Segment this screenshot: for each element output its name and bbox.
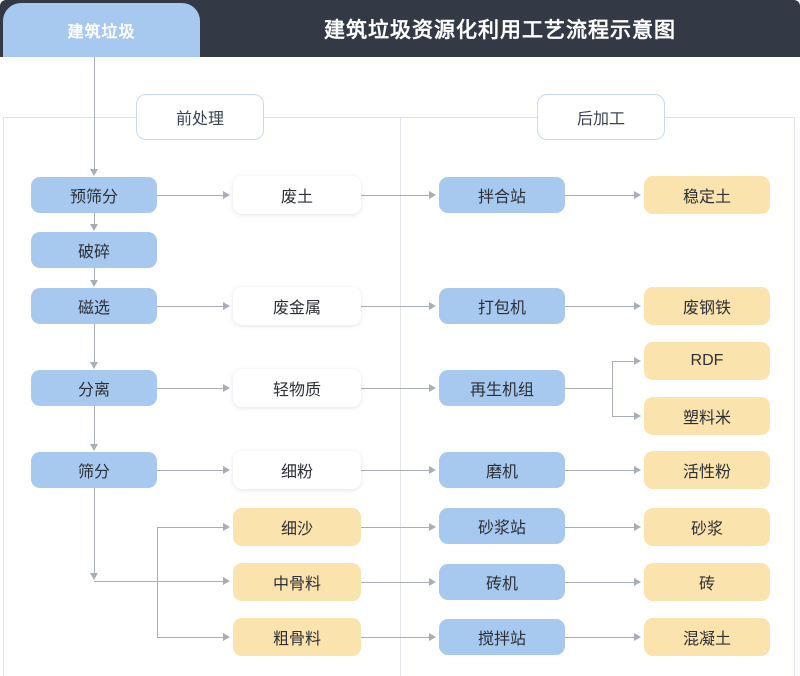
node-separate[interactable]: 分离 bbox=[31, 370, 157, 406]
section-label-postprocessing: 后加工 bbox=[537, 94, 665, 140]
node-mill[interactable]: 磨机 bbox=[439, 452, 565, 488]
node-mortar-station[interactable]: 砂浆站 bbox=[439, 508, 565, 544]
connector-separate-to-lightmaterial bbox=[157, 388, 223, 389]
connector-prescreen-to-crush bbox=[94, 213, 95, 224]
connector-mediumagg-to-brickmachine bbox=[361, 582, 429, 583]
arrowhead-finesand-to-mortarstation bbox=[429, 523, 436, 531]
connector-screen-to-aggregate-bus bbox=[94, 488, 95, 573]
connector-brickmachine-to-brick bbox=[565, 582, 634, 583]
connector-mill-to-activepowder bbox=[565, 470, 634, 471]
connector-mixingstation-to-stablesoil bbox=[565, 195, 634, 196]
node-recycle-unit[interactable]: 再生机组 bbox=[439, 370, 565, 406]
arrowhead-mixingstation-to-stablesoil bbox=[634, 191, 641, 199]
connector-lightmaterial-to-recycleunit bbox=[361, 388, 429, 389]
node-active-powder[interactable]: 活性粉 bbox=[644, 451, 770, 489]
node-crush[interactable]: 破碎 bbox=[31, 232, 157, 268]
connector-wastemetal-to-baler bbox=[361, 306, 429, 307]
connector-stirstation-to-concrete bbox=[565, 637, 634, 638]
arrowhead-screen-to-finepowder bbox=[223, 466, 230, 474]
arrowhead-screen-to-aggregate-bus bbox=[90, 573, 98, 580]
arrowhead-lightmaterial-to-recycleunit bbox=[429, 384, 436, 392]
arrowhead-bus-to-finesand bbox=[223, 523, 230, 531]
diagram-frame bbox=[3, 117, 795, 676]
connector-tab-to-prescreen bbox=[94, 57, 95, 170]
connector-finepowder-to-mill bbox=[361, 470, 429, 471]
connector-baler-to-scrapsteel bbox=[565, 306, 634, 307]
arrowhead-tab-to-prescreen bbox=[90, 169, 98, 176]
node-screen[interactable]: 筛分 bbox=[31, 452, 157, 488]
arrowhead-baler-to-scrapsteel bbox=[634, 302, 641, 310]
branch-bus-recycleunit bbox=[612, 361, 613, 416]
node-fine-powder[interactable]: 细粉 bbox=[233, 451, 361, 489]
node-mortar[interactable]: 砂浆 bbox=[644, 508, 770, 546]
arrowhead-prescreen-to-crush bbox=[90, 224, 98, 231]
connector-mortarstation-to-mortar bbox=[565, 527, 634, 528]
arrowhead-branch-to-rdf bbox=[634, 357, 641, 365]
arrowhead-mortarstation-to-mortar bbox=[634, 523, 641, 531]
section-label-pretreatment: 前处理 bbox=[136, 94, 264, 140]
node-pre-screen[interactable]: 预筛分 bbox=[31, 177, 157, 213]
node-magnetic[interactable]: 磁选 bbox=[31, 288, 157, 324]
connector-crush-to-magnetic bbox=[94, 268, 95, 280]
header-tab-construction-waste[interactable]: 建筑垃圾 bbox=[3, 3, 200, 57]
node-brick[interactable]: 砖 bbox=[644, 563, 770, 601]
connector-recycleunit-to-branch bbox=[565, 388, 613, 389]
node-stable-soil[interactable]: 稳定土 bbox=[644, 176, 770, 214]
node-fine-sand[interactable]: 细沙 bbox=[233, 508, 361, 546]
node-medium-aggregate[interactable]: 中骨料 bbox=[233, 563, 361, 601]
connector-aggregate-bus-horizontal bbox=[94, 581, 223, 582]
arrowhead-separate-to-lightmaterial bbox=[223, 384, 230, 392]
connector-wastesoil-to-mixingstation bbox=[361, 195, 429, 196]
connector-magnetic-to-separate bbox=[94, 324, 95, 362]
node-stir-station[interactable]: 搅拌站 bbox=[439, 619, 565, 655]
arrowhead-bus-to-coarseagg bbox=[223, 633, 230, 641]
node-brick-machine[interactable]: 砖机 bbox=[439, 564, 565, 600]
arrowhead-branch-to-plasticpellet bbox=[634, 412, 641, 420]
page-title: 建筑垃圾资源化利用工艺流程示意图 bbox=[324, 18, 676, 42]
node-waste-metal[interactable]: 废金属 bbox=[233, 287, 361, 325]
connector-screen-to-finepowder bbox=[157, 470, 223, 471]
arrowhead-magnetic-to-wastemetal bbox=[223, 302, 230, 310]
node-mixing-station[interactable]: 拌合站 bbox=[439, 177, 565, 213]
connector-branch-to-plasticpellet bbox=[612, 416, 634, 417]
node-coarse-aggregate[interactable]: 粗骨料 bbox=[233, 618, 361, 656]
connector-prescreen-to-wastesoil bbox=[157, 195, 223, 196]
node-plastic-pellet[interactable]: 塑料米 bbox=[644, 397, 770, 435]
connector-coarseagg-to-stirstation bbox=[361, 637, 429, 638]
node-rdf[interactable]: RDF bbox=[644, 342, 770, 380]
arrowhead-coarseagg-to-stirstation bbox=[429, 633, 436, 641]
arrowhead-prescreen-to-wastesoil bbox=[223, 191, 230, 199]
arrowhead-wastesoil-to-mixingstation bbox=[429, 191, 436, 199]
connector-aggregate-bus-vertical bbox=[157, 527, 158, 637]
arrowhead-mediumagg-to-brickmachine bbox=[429, 578, 436, 586]
arrowhead-brickmachine-to-brick bbox=[634, 578, 641, 586]
arrowhead-crush-to-magnetic bbox=[90, 280, 98, 287]
arrowhead-mill-to-activepowder bbox=[634, 466, 641, 474]
connector-magnetic-to-wastemetal bbox=[157, 306, 223, 307]
arrowhead-bus-to-mediumagg bbox=[223, 577, 230, 585]
node-waste-soil[interactable]: 废土 bbox=[233, 176, 361, 214]
stage-divider bbox=[400, 117, 401, 676]
node-light-material[interactable]: 轻物质 bbox=[233, 369, 361, 407]
node-concrete[interactable]: 混凝土 bbox=[644, 618, 770, 656]
connector-separate-to-screen bbox=[94, 406, 95, 444]
arrowhead-magnetic-to-separate bbox=[90, 362, 98, 369]
connector-bus-to-coarseagg bbox=[157, 637, 223, 638]
connector-branch-to-rdf bbox=[612, 361, 634, 362]
arrowhead-wastemetal-to-baler bbox=[429, 302, 436, 310]
arrowhead-finepowder-to-mill bbox=[429, 466, 436, 474]
arrowhead-stirstation-to-concrete bbox=[634, 633, 641, 641]
node-baler[interactable]: 打包机 bbox=[439, 288, 565, 324]
connector-bus-to-finesand bbox=[157, 527, 223, 528]
connector-finesand-to-mortarstation bbox=[361, 527, 429, 528]
node-scrap-steel[interactable]: 废钢铁 bbox=[644, 287, 770, 325]
arrowhead-separate-to-screen bbox=[90, 444, 98, 451]
